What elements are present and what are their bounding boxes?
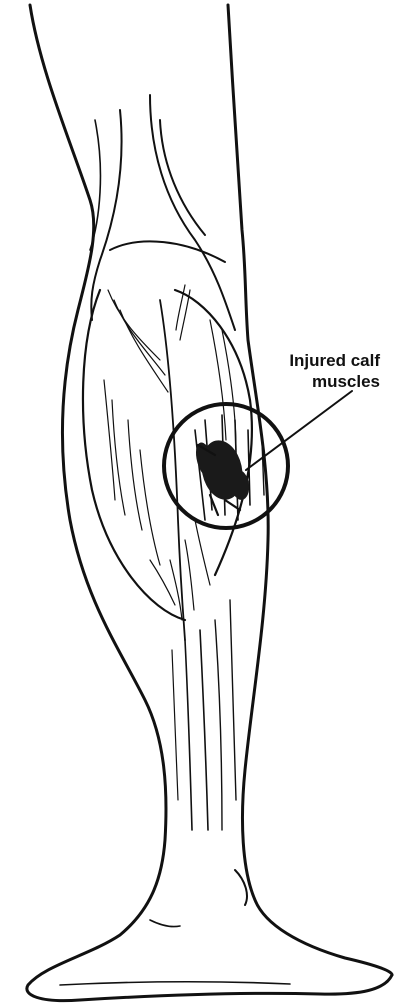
annotation-label-line-2: muscles bbox=[312, 372, 380, 391]
leg-outline-left bbox=[27, 5, 392, 1001]
heel-crease bbox=[150, 920, 180, 927]
leg-outline-right bbox=[228, 5, 392, 975]
ankle-bone bbox=[235, 870, 247, 905]
thigh-tendon-line-2 bbox=[160, 120, 205, 235]
annotation-label-line-1: Injured calf bbox=[289, 351, 380, 370]
injury-mark bbox=[193, 415, 264, 520]
foot-sole bbox=[60, 982, 290, 985]
thigh-tendon-line-4 bbox=[90, 120, 100, 250]
thigh-tendon-line-1 bbox=[150, 95, 235, 330]
achilles-tendon bbox=[172, 600, 236, 830]
popliteal-fold bbox=[110, 241, 225, 262]
lateral-gastrocnemius bbox=[175, 290, 252, 575]
thigh-tendon-line-3 bbox=[91, 110, 121, 320]
